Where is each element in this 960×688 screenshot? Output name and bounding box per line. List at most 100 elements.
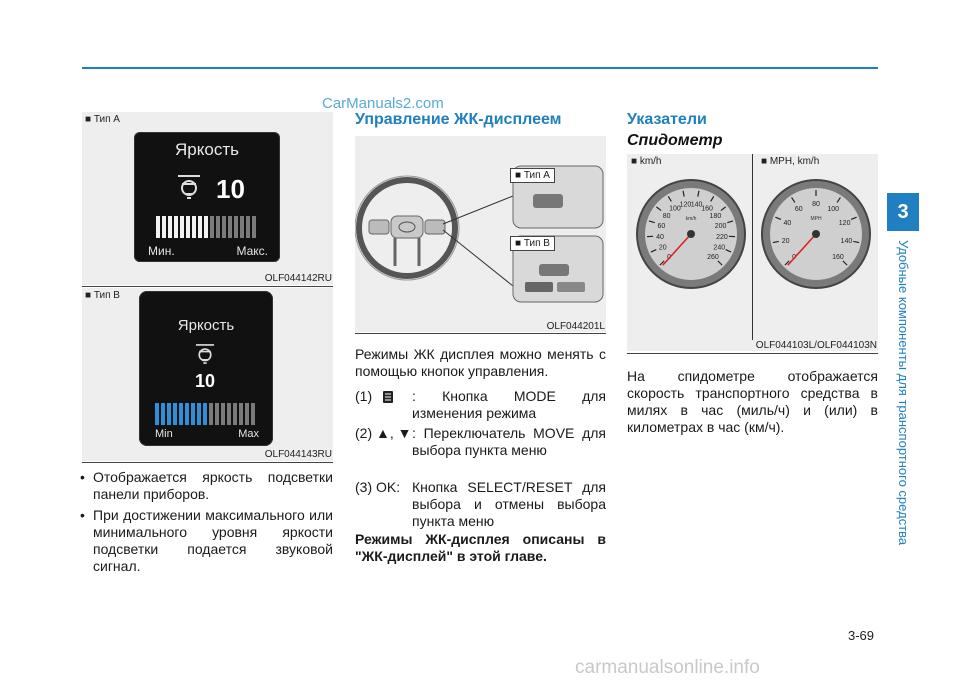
brightness-segment [156,216,160,238]
gauge-tick-label: 80 [663,213,671,220]
chapter-title: Удобные компоненты для транспортного сре… [896,240,911,546]
gauge-tick [836,197,841,203]
gauge-tick [659,260,665,266]
tag-type-a: ■ Тип A [510,168,555,183]
brightness-segment [209,403,213,425]
bullet-2: • При достижении максимального или миним… [80,507,333,574]
gauge-tick-label: 200 [715,223,727,230]
gauge-tick [850,216,857,221]
brightness-segment [167,403,171,425]
gauge-tick-label: 160 [701,205,713,212]
gauge-tick [648,220,655,224]
gauge-needle [662,233,692,266]
brightness-segment [197,403,201,425]
gauge-tick-label: 180 [710,213,722,220]
brightness-segment [161,403,165,425]
watermark-bottom: carmanualsonline.info [575,657,760,678]
brightness-segment [173,403,177,425]
gauge-tick [717,260,723,266]
gauge-tick [682,190,685,197]
label-mph: ■ MPH, km/h [761,156,820,167]
lcd-note: Режимы ЖК-дисплея описаны в "ЖК-дисплей"… [355,531,606,564]
type-b-label: ■ Тип B [85,290,120,301]
gauge-tick-label: 40 [656,234,664,241]
brightness-segment [204,216,208,238]
brightness-segment [233,403,237,425]
divider [82,286,333,287]
gauge-unit-label: km/h [686,216,697,222]
brightness-panel-a: Яркость 10 Мин. Макс. [134,132,280,262]
gauge-tick [710,196,715,202]
gauge-tick-label: 40 [783,220,791,227]
panel-b-value: 10 [195,371,216,391]
figure-steering-wheel: ■ Тип A ■ Тип B OLF044201L [355,136,606,332]
brightness-segment [234,216,238,238]
gauge-tick [853,240,860,244]
gauge-hub [812,230,820,238]
type-a-label: ■ Тип A [85,114,120,125]
brightness-segment [216,216,220,238]
chapter-tab: 3 [887,193,919,231]
speedometer-mph: 020406080100120140160MPH [761,179,871,289]
brightness-icon [195,344,215,364]
brightness-segment [168,216,172,238]
panel-a-value: 10 [216,174,245,204]
fig-speedo-code: OLF044103L/OLF044103N [755,340,877,351]
brightness-segment [179,403,183,425]
brightness-segment [245,403,249,425]
brightness-segment [155,403,159,425]
panel-a-min: Мин. [148,244,175,258]
def-item-3: (3) OK: Кнопка SELECT/RESET для выбора и… [355,479,606,529]
brightness-segment [252,216,256,238]
steering-wheel-illustration [355,165,604,303]
gauge-tick [667,196,672,202]
brightness-segment [221,403,225,425]
brightness-segment [240,216,244,238]
subheading-speedometer: Спидометр [627,132,723,149]
brightness-segment [203,403,207,425]
brightness-segment [198,216,202,238]
bullet-1: • Отображается яркость подсветки панели … [80,469,333,502]
gauge-tick-label: 120 [680,202,692,209]
gauge-tick-label: 140 [841,238,853,245]
gauge-tick-label: 120 [839,220,851,227]
gauge-tick-label: 80 [812,201,820,208]
section-heading-lcd: Управление ЖК-дисплеем [355,111,562,128]
lcd-intro: Режимы ЖК дисплея можно менять с помощью… [355,346,606,379]
figure-speedometers: ■ km/h ■ MPH, km/h 020406080100120140160… [627,154,878,351]
def-item-2: (2) ▲, ▼ : Переключатель MOVE для выбора… [355,425,606,458]
gauge-tick-label: 60 [658,223,666,230]
brightness-icon [178,175,200,199]
gauge-tick-label: 160 [832,254,844,261]
gauge-tick-label: 240 [713,245,725,252]
brightness-segment [222,216,226,238]
gauge-hub [687,230,695,238]
figure-brightness-b: ■ Тип B Яркость 10 Min Max OLF044143RU [82,288,333,461]
gauge-unit-label: MPH [810,216,822,222]
figure-brightness-a: ■ Тип A Яркость 10 Мин. Макс. OLF044142R… [82,112,333,285]
brightness-segment [246,216,250,238]
page-number: 3-69 [848,628,875,643]
brightness-segment [192,216,196,238]
panel-b-min: Min [155,428,173,440]
panel-a-max: Макс. [236,244,268,258]
gauge-tick-label: 220 [716,234,728,241]
figure-divider [752,154,753,340]
brightness-segment [251,403,255,425]
brightness-segment [215,403,219,425]
label-kmh: ■ km/h [631,156,662,167]
fig-steering-code: OLF044201L [546,321,605,332]
divider [627,353,878,354]
def-item-1: (1) : Кнопка MODE для изменения режима [355,388,606,421]
gauge-tick [655,206,662,212]
panel-a-title: Яркость [175,140,239,159]
mode-button-icon [383,391,393,403]
gauge-tick-label: 140 [691,202,703,209]
speedometer-paragraph: На спидометре отображается скорость тран… [627,368,878,435]
speedometer-kmh: 020406080100120140160180200220240260km/h [636,179,746,289]
brightness-segment [186,216,190,238]
panel-b-max: Max [238,428,259,440]
gauge-tick [720,206,727,212]
gauge-tick [697,190,700,197]
brightness-segment [191,403,195,425]
